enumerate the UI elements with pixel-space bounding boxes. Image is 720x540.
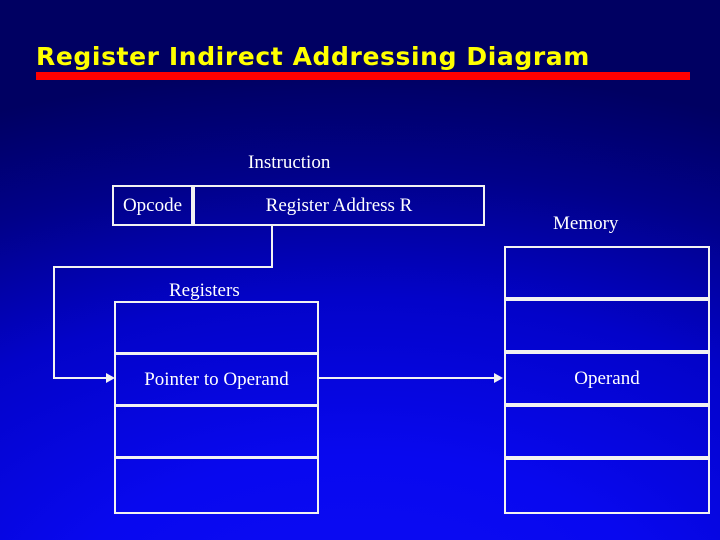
connector-segment-right-to-registers [53,377,109,379]
registers-label: Registers [169,280,240,301]
instruction-opcode-cell: Opcode [112,185,193,226]
page-title: Register Indirect Addressing Diagram [36,42,590,71]
memory-row [504,246,710,299]
title-underline-rule [36,72,690,80]
registers-row [114,301,319,354]
connector-segment-down-margin [53,266,55,378]
memory-row [504,405,710,458]
memory-label: Memory [553,213,619,234]
arrowhead-into-registers-icon [106,373,115,383]
connector-segment-down-from-instruction [271,226,273,268]
instruction-label: Instruction [248,152,331,173]
registers-row [114,457,319,514]
registers-row [114,405,319,458]
registers-row-pointer: Pointer to Operand [114,353,319,406]
instruction-address-cell: Register Address R [193,185,485,226]
arrowhead-into-memory-icon [494,373,503,383]
memory-row [504,458,710,514]
memory-row [504,299,710,352]
connector-registers-to-memory [319,377,497,379]
memory-row-operand: Operand [504,352,710,405]
connector-segment-left-to-margin [53,266,273,268]
